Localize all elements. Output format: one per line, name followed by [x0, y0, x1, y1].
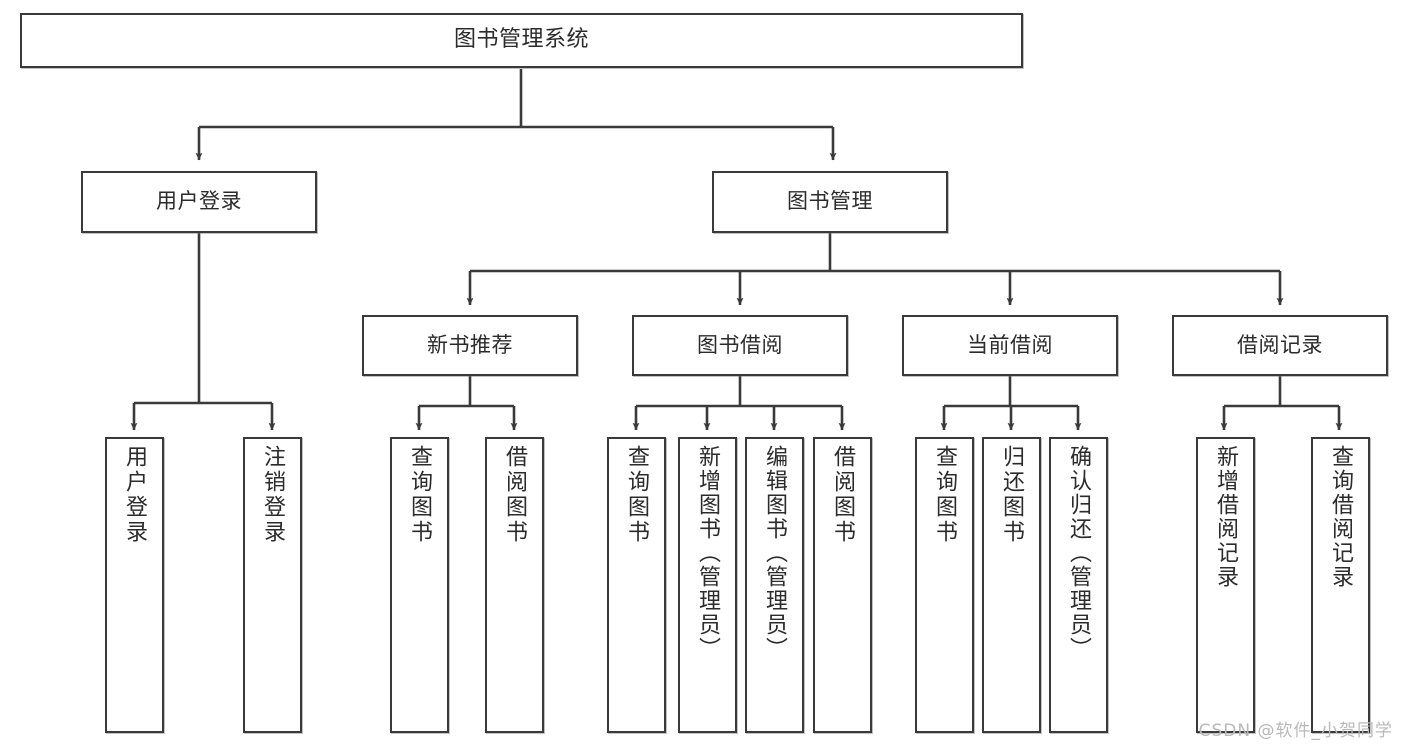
node-label: 新增借阅记录: [1213, 445, 1239, 589]
node-leaf-logout-login[interactable]: 注销登录: [243, 437, 302, 733]
node-label: 用户登录: [122, 445, 148, 545]
node-label: 图书管理: [787, 189, 873, 214]
node-leaf-add-book-admin[interactable]: 新增图书（管理员）: [678, 437, 737, 733]
node-book-management[interactable]: 图书管理: [712, 171, 948, 233]
node-new-book-recommend[interactable]: 新书推荐: [362, 315, 578, 376]
watermark-text: CSDN @软件_小贺同学: [1198, 721, 1393, 741]
node-label: 新增图书（管理员）: [695, 445, 721, 661]
node-label: 借阅图书: [502, 445, 528, 545]
node-label: 归还图书: [999, 445, 1025, 545]
node-label: 新书推荐: [427, 332, 513, 357]
node-leaf-query-book-current[interactable]: 查询图书: [915, 437, 974, 733]
node-leaf-user-login[interactable]: 用户登录: [105, 437, 164, 733]
node-label: 确认归还（管理员）: [1066, 445, 1092, 661]
node-leaf-query-book-recommend[interactable]: 查询图书: [390, 437, 449, 733]
node-label: 图书管理系统: [453, 27, 589, 53]
node-leaf-return-book[interactable]: 归还图书: [982, 437, 1041, 733]
node-label: 编辑图书（管理员）: [762, 445, 788, 661]
node-leaf-add-borrow-record[interactable]: 新增借阅记录: [1196, 437, 1255, 733]
node-label: 查询图书: [624, 445, 650, 545]
node-leaf-borrow-book[interactable]: 借阅图书: [813, 437, 872, 733]
node-label: 当前借阅: [967, 332, 1053, 357]
node-leaf-edit-book-admin[interactable]: 编辑图书（管理员）: [745, 437, 804, 733]
node-label: 查询图书: [407, 445, 433, 545]
node-book-borrow[interactable]: 图书借阅: [632, 315, 848, 376]
node-root-book-management-system[interactable]: 图书管理系统: [20, 13, 1023, 68]
node-borrow-record[interactable]: 借阅记录: [1172, 315, 1388, 376]
node-current-borrow[interactable]: 当前借阅: [902, 315, 1118, 376]
node-leaf-borrow-book-recommend[interactable]: 借阅图书: [485, 437, 544, 733]
node-leaf-confirm-return-admin[interactable]: 确认归还（管理员）: [1049, 437, 1108, 733]
node-user-login[interactable]: 用户登录: [81, 171, 317, 233]
node-label: 查询借阅记录: [1328, 445, 1354, 589]
node-label: 注销登录: [260, 445, 286, 545]
node-leaf-query-book-borrow[interactable]: 查询图书: [607, 437, 666, 733]
node-label: 借阅图书: [830, 445, 856, 545]
node-leaf-query-borrow-record[interactable]: 查询借阅记录: [1311, 437, 1370, 733]
node-label: 借阅记录: [1237, 332, 1323, 357]
node-label: 查询图书: [932, 445, 958, 545]
node-label: 图书借阅: [697, 332, 783, 357]
node-label: 用户登录: [156, 189, 242, 214]
